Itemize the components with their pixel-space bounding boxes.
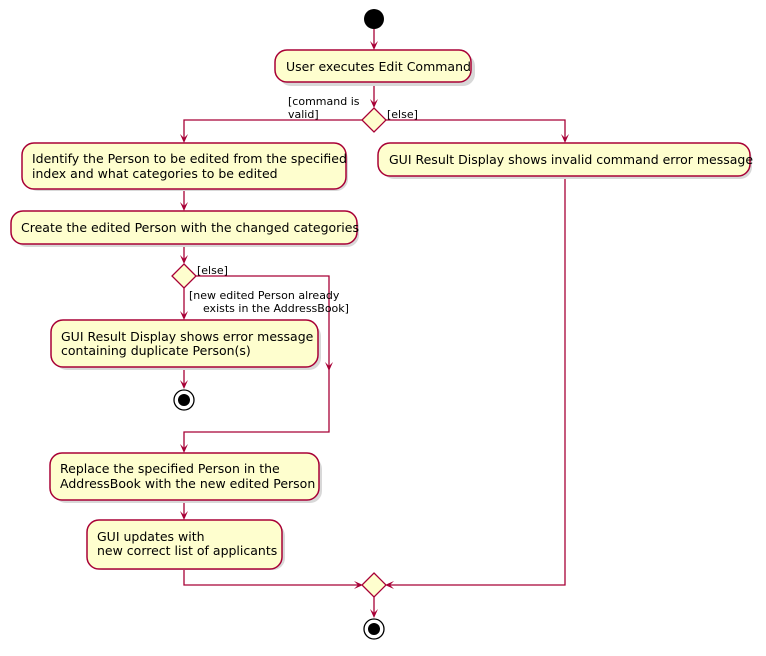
guard-else-mid: [else] — [197, 264, 228, 277]
merge-node — [361, 572, 387, 598]
activity-label: Create the edited Person with the change… — [21, 220, 359, 235]
activity-invalid-error: GUI Result Display shows invalid command… — [377, 142, 753, 179]
decision-command-valid — [361, 107, 387, 133]
edge-else-loop — [183, 275, 330, 451]
activity-label-line1: Identify the Person to be edited from th… — [32, 151, 347, 166]
end-node — [363, 618, 385, 640]
guard-command-valid-line2: valid] — [288, 108, 319, 121]
edge-else-branch — [386, 119, 566, 141]
activity-label-line2: new correct list of applicants — [97, 543, 277, 558]
activity-label-line2: containing duplicate Person(s) — [61, 343, 251, 358]
activity-duplicate-error: GUI Result Display shows error message c… — [50, 319, 321, 370]
activity-label: GUI Result Display shows invalid command… — [389, 152, 753, 167]
activity-user-executes: User executes Edit Command — [274, 49, 475, 86]
stop-node-duplicate — [173, 389, 195, 411]
activity-gui-updates: GUI updates with new correct list of app… — [86, 519, 285, 570]
edges — [180, 29, 569, 618]
edge-valid-branch — [183, 119, 362, 141]
guard-else-top: [else] — [387, 108, 418, 121]
activity-label-line1: Replace the specified Person in the — [60, 461, 280, 476]
activity-label-line1: GUI Result Display shows error message — [61, 329, 314, 344]
guard-duplicate-line1: [new edited Person already — [189, 289, 340, 302]
activity-replace-person: Replace the specified Person in the Addr… — [49, 452, 322, 503]
guard-command-valid-line1: [command is — [288, 95, 360, 108]
activity-label: User executes Edit Command — [286, 59, 471, 74]
edge-invalid-to-merge — [387, 177, 566, 586]
activity-label-line1: GUI updates with — [97, 529, 205, 544]
start-node — [364, 9, 384, 29]
guard-duplicate-line2: exists in the AddressBook] — [189, 302, 349, 315]
edge-update-to-merge — [183, 570, 361, 586]
activity-label-line2: AddressBook with the new edited Person — [60, 476, 315, 491]
activity-identify-person: Identify the Person to be edited from th… — [21, 142, 348, 191]
activity-create-edited: Create the edited Person with the change… — [10, 210, 359, 247]
activity-label-line2: index and what categories to be edited — [32, 166, 278, 181]
decision-duplicate — [171, 263, 197, 289]
